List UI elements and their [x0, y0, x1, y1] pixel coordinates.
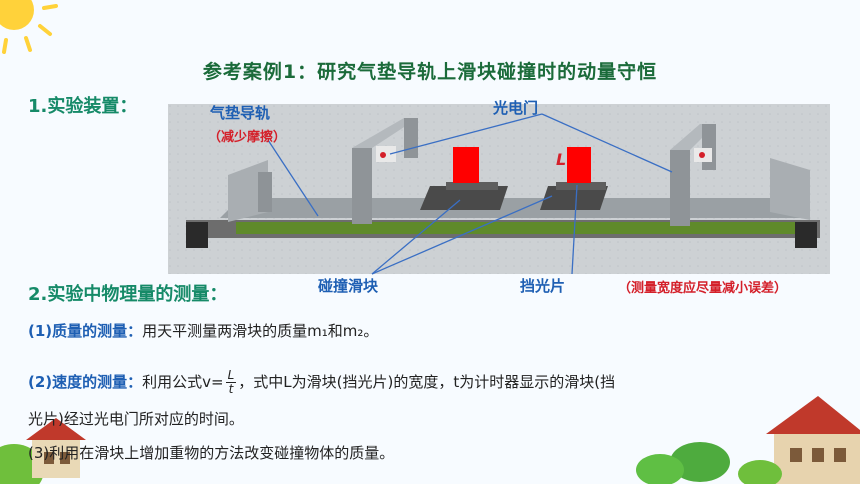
item-mass-measurement: (1)质量的测量：用天平测量两滑块的质量m₁和m₂。: [28, 320, 378, 341]
section-2-heading: 2.实验中物理量的测量：: [28, 284, 228, 305]
item-mass-change: (3)利用在滑块上增加重物的方法改变碰撞物体的质量。: [28, 444, 395, 462]
leader-lines: [267, 113, 673, 275]
flag-label: 挡光片: [520, 277, 566, 295]
item-2-pre: 利用公式v=: [142, 373, 224, 391]
sun-icon: [0, 0, 58, 54]
house-left-icon: [0, 418, 86, 484]
rail-green-strip: [236, 222, 796, 234]
gas-rail-label: 气垫导轨: [210, 104, 271, 122]
flag-note: （测量宽度应尽量减小误差）: [618, 281, 788, 296]
item-2-continuation: 光片)经过光电门所对应的时间。: [28, 410, 244, 428]
photogate-label: 光电门: [493, 99, 539, 117]
slider-left: [420, 147, 508, 210]
house-right-icon: [738, 396, 860, 484]
slider-right: [540, 147, 608, 210]
item-1-body: 用天平测量两滑块的质量m₁和m₂。: [142, 322, 379, 340]
page-title: 参考案例1：研究气垫导轨上滑块碰撞时的动量守恒: [202, 61, 658, 83]
formula-denominator: t: [228, 382, 234, 396]
slider-label: 碰撞滑块: [318, 277, 379, 295]
formula-numerator: L: [225, 368, 237, 383]
gas-rail-note: （减少摩擦）: [208, 130, 287, 145]
item-2-post: ，式中L为滑块(挡光片)的宽度，t为计时器显示的滑块(挡: [238, 373, 616, 391]
item-1-head: (1)质量的测量：: [28, 322, 143, 340]
flag-right: [567, 147, 591, 183]
left-photogate: [352, 118, 418, 224]
flag-left: [453, 147, 479, 183]
item-2-head: (2)速度的测量：: [28, 373, 143, 391]
section-1-heading: 1.实验装置：: [28, 96, 138, 117]
right-photogate: [670, 124, 716, 226]
tree-icon: [636, 442, 730, 484]
width-symbol-label: L: [556, 150, 567, 169]
